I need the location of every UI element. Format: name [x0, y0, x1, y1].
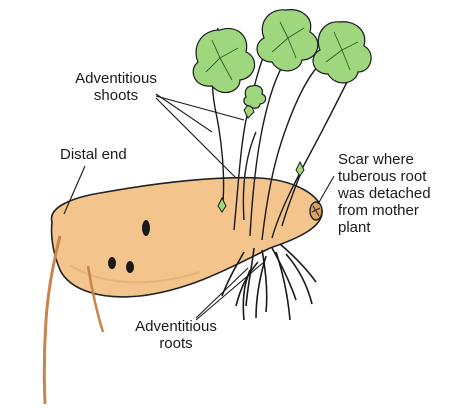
leader-lines	[63, 93, 335, 321]
leaf	[192, 27, 256, 94]
tuber-eye	[142, 220, 150, 236]
scar-detail	[311, 205, 321, 217]
shoot-bud	[295, 160, 305, 177]
tuberous-root	[50, 176, 323, 298]
label-adventitious-roots: Adventitious roots	[135, 318, 217, 352]
tuber-eye	[126, 261, 134, 273]
leaf-veins	[205, 21, 359, 81]
adventitious-roots	[221, 243, 317, 321]
leaf	[243, 84, 267, 109]
leaf	[312, 21, 372, 84]
leaf	[256, 9, 319, 72]
tuber-eye	[108, 257, 116, 269]
label-adventitious-shoots: Adventitious shoots	[75, 70, 157, 104]
tuber-shading	[69, 264, 201, 284]
label-scar: Scar where tuberous root was detached fr…	[338, 151, 431, 236]
label-distal-end: Distal end	[60, 146, 127, 163]
distal-root	[42, 235, 62, 405]
shoot-bud	[217, 196, 227, 213]
distal-root	[86, 265, 105, 333]
leaves	[192, 9, 372, 109]
